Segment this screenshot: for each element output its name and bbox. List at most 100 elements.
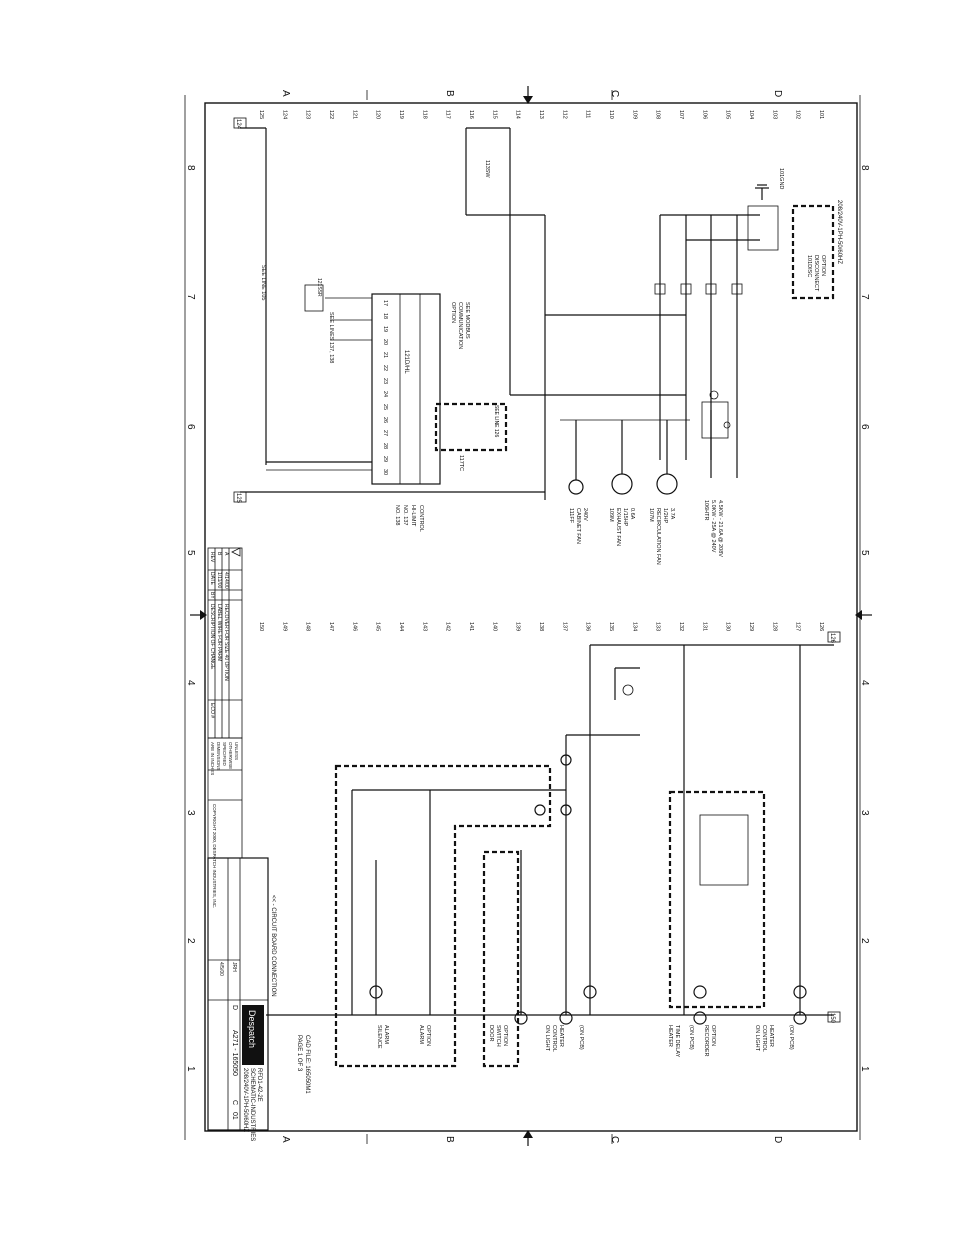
silence-label-1: SILENCE (376, 1025, 382, 1049)
line-number: 148 (305, 622, 311, 631)
line-number: 133 (655, 622, 661, 631)
relay-coil-3 (534, 804, 546, 816)
zone-number-left: 5 (185, 550, 196, 556)
controller-terminal-number: 24 (382, 391, 388, 397)
line-number: 146 (351, 622, 357, 631)
zone-letter-bottom: A (280, 1136, 291, 1143)
controller-terminal-number: 27 (382, 430, 388, 436)
line-number: 140 (491, 622, 497, 631)
zone-number-right: 8 (859, 165, 870, 171)
rev-header-rev: REV (209, 552, 215, 563)
line-number: 125 (258, 110, 264, 119)
controller-terminal-number: 20 (382, 339, 388, 345)
alarm-label-2: OPTION (425, 1025, 431, 1046)
heater-element (701, 380, 738, 478)
line-number: 122 (328, 110, 334, 119)
controller-ref-2: NO. 138 (394, 505, 400, 525)
page-number: PAGE 1 OF 3 (296, 1035, 302, 1072)
cabinet-fan-motor (568, 479, 584, 495)
zone-number-left: 1 (185, 1066, 196, 1072)
cad-file: CAD FILE: 165050M1 (304, 1035, 310, 1094)
controller-label: 121D/HL (403, 350, 409, 374)
recorder-option-box (668, 790, 766, 1009)
pcb-light-3 (559, 1011, 573, 1025)
zone-number-left: 7 (185, 294, 196, 300)
line-number: 119 (398, 110, 404, 119)
drawing-size: D (231, 1005, 238, 1010)
ssr-label: 121SSR (316, 278, 322, 297)
indicator-light-2 (693, 985, 707, 999)
controller-control-label: CONTROL (418, 505, 424, 532)
zone-number-right: 3 (859, 810, 870, 816)
controller-hilimit-label: HI-LIMIT (410, 505, 416, 527)
tolerance-block: UNLESS OTHERWISE SPECIFIED DIMENSIONS AR… (207, 737, 243, 908)
see-line-105: SEE LINE 105 (260, 265, 266, 300)
rev-row-1-rev: A (223, 552, 229, 556)
line-number: 128 (771, 622, 777, 631)
line-number: 117 (445, 110, 451, 119)
line-number: 123 (305, 110, 311, 119)
line-number: 118 (421, 110, 427, 119)
zone-letter-top: C (609, 90, 620, 97)
terminal-126 (827, 631, 841, 643)
silence-label-2: ALARM (383, 1025, 389, 1044)
line-number: 105 (725, 110, 731, 119)
disconnect-label-3: OPTION (820, 255, 826, 276)
line-number: 103 (771, 110, 777, 119)
line-number: 114 (515, 110, 521, 119)
tolerance-5: ARE IN INCHES (210, 742, 215, 775)
see-line-126: SEE LINE 126 (493, 405, 499, 437)
revision-number: 01 (231, 1112, 238, 1120)
line-number: 107 (678, 110, 684, 119)
pcb-block-2-label-2: TIME DELAY (674, 1025, 680, 1058)
controller-terminal-number: 30 (382, 469, 388, 475)
recirculation-fan-motor (656, 473, 678, 495)
pcb-block-1-label-4: ON LIGHT (754, 1025, 760, 1052)
line-number: 129 (748, 622, 754, 631)
title-description-2: 208/240V-1PH-50/60HZ (242, 1068, 248, 1132)
line-number: 135 (608, 622, 614, 631)
terminal-125 (233, 491, 247, 503)
line-number: 104 (748, 110, 754, 119)
zone-number-right: 1 (859, 1066, 870, 1072)
modbus-label-3: OPTION (450, 302, 456, 323)
model-number: RFD1-42-2E (256, 1068, 262, 1102)
upper-schematic: 124 125 208/240V-1PH-50/60HZ 101DISC DIS… (233, 117, 842, 565)
rev-header-desc: DESCRIPTION OF CHANGE (209, 604, 215, 670)
midline-arrow-left (190, 610, 207, 620)
company-logo (242, 1005, 264, 1065)
zone-number-left: 6 (185, 424, 196, 430)
cabinet-fan-label-3: 240V (582, 508, 588, 521)
pcb-block-1-label: (ON PCB) (788, 1025, 794, 1050)
pcb-block-2-label-3: HEATER (667, 1025, 673, 1047)
line-number: 132 (678, 622, 684, 631)
door-switch-label-2: SWITCH (495, 1025, 501, 1047)
revision-block: DESCRIPTION OF CHANGE REV DATE BY ECO # … (207, 547, 243, 739)
terminal-150-label: 150 (829, 1013, 835, 1024)
recorder-label-1: RECORDER (703, 1025, 709, 1057)
door-switch-label-3: OPTION (502, 1025, 508, 1046)
zone-number-right: 7 (859, 294, 870, 300)
line-number: 130 (725, 622, 731, 631)
company-name: Despatch (247, 1010, 257, 1048)
line-number: 145 (375, 622, 381, 631)
terminal-124-label: 124 (235, 119, 241, 130)
zone-number-left: 3 (185, 810, 196, 816)
circuit-board-legend: << - CIRCUIT BOARD CONNECTION (270, 895, 276, 997)
indicator-light-3 (583, 985, 597, 999)
modbus-label-2: COMMUNICATION (457, 302, 463, 349)
pcb-light-1 (793, 1011, 807, 1025)
pcb-block-3-label-2: HEATER (558, 1025, 564, 1047)
line-number: 120 (375, 110, 381, 119)
zone-letter-top: A (280, 90, 291, 97)
line-number: 121 (351, 110, 357, 119)
heater-label-3: 4.5KW - 21.6A @ 208V (717, 500, 723, 557)
line-number: 143 (421, 622, 427, 631)
switch-label: 113SW (484, 160, 490, 178)
line-number: 142 (445, 622, 451, 631)
door-light (514, 1011, 528, 1025)
supply-label: 208/240V-1PH-50/60HZ (836, 200, 842, 264)
